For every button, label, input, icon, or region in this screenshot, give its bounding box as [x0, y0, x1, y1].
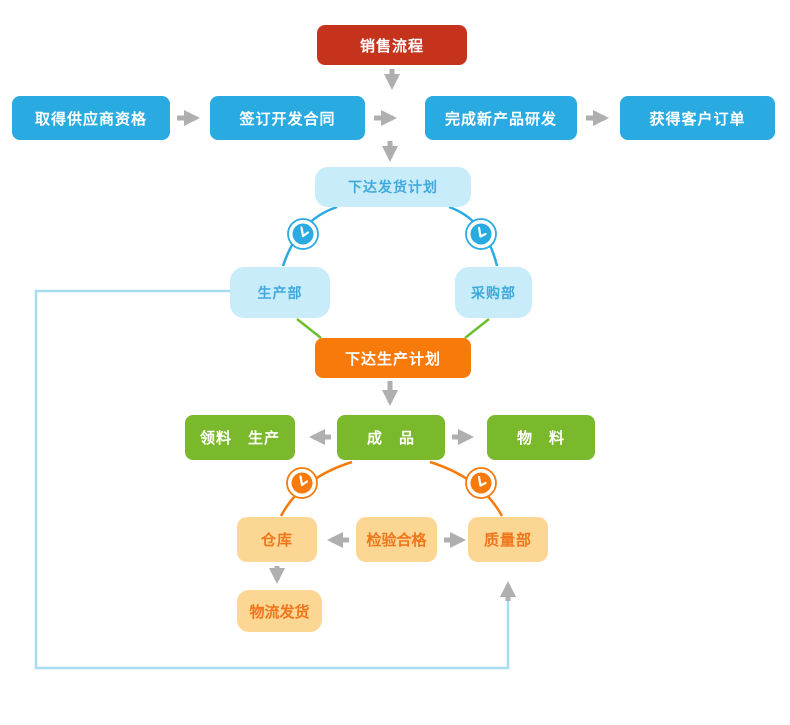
node-delivery-plan: 下达发货计划	[315, 167, 471, 207]
node-logistics-delivery: 物流发货	[237, 590, 322, 632]
loop-line-production-to-quality	[34, 289, 510, 670]
node-finished-product: 成 品	[337, 415, 445, 460]
node-inspection-passed: 检验合格	[356, 517, 437, 562]
node-sales-process: 销售流程	[317, 25, 467, 65]
node-sign-contract: 签订开发合同	[210, 96, 365, 140]
clock-icon-blue-left	[287, 218, 319, 250]
node-quality-dept: 质量部	[468, 517, 548, 562]
node-purchasing-dept: 采购部	[455, 267, 532, 318]
node-production-plan: 下达生产计划	[315, 338, 471, 378]
connector-purchasing-to-plan	[464, 318, 490, 339]
node-complete-rd: 完成新产品研发	[425, 96, 577, 140]
node-materials: 物 料	[487, 415, 595, 460]
node-customer-order: 获得客户订单	[620, 96, 775, 140]
clock-icon-orange-right	[465, 467, 497, 499]
node-warehouse: 仓库	[237, 517, 317, 562]
clock-icon-orange-left	[286, 467, 318, 499]
node-production-dept: 生产部	[230, 267, 330, 318]
connector-production-to-plan	[296, 318, 322, 339]
clock-icon-blue-right	[465, 218, 497, 250]
node-supplier-qualification: 取得供应商资格	[12, 96, 170, 140]
node-material-production: 领料 生产	[185, 415, 295, 460]
